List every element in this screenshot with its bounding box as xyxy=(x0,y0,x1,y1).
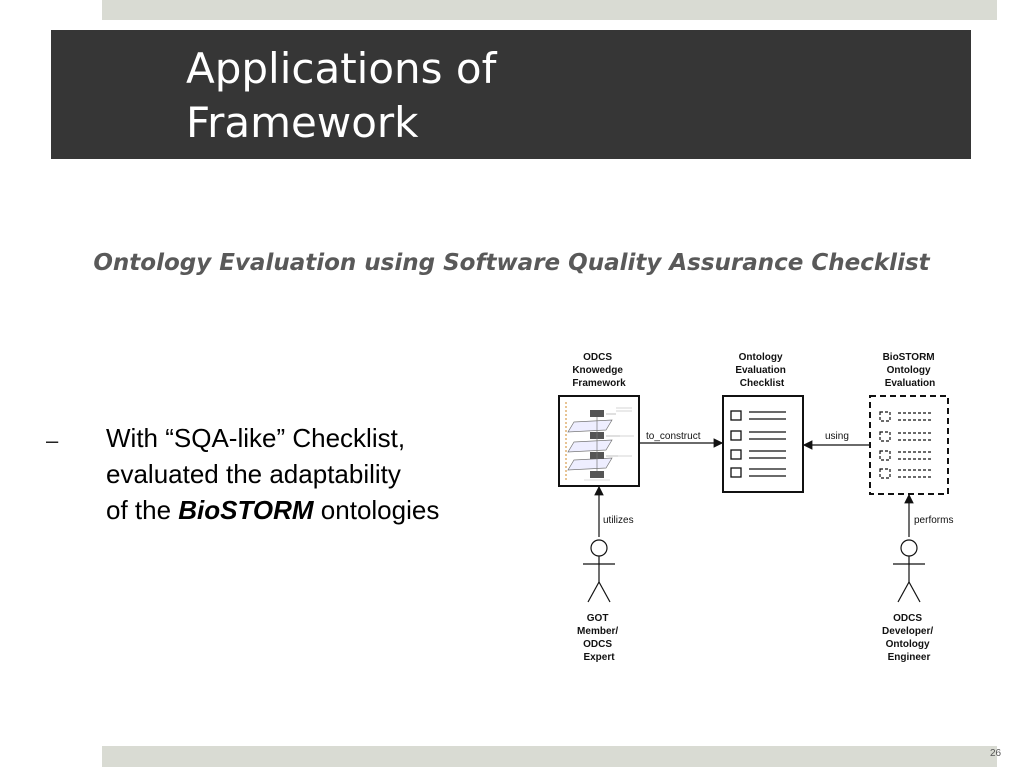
bullet-line-1: With “SQA-like” Checklist, xyxy=(106,423,406,453)
actor-right-label: ODCS Developer/ Ontology Engineer xyxy=(882,613,936,663)
slide-number: 26 xyxy=(990,748,1002,759)
title-banner: Applications of Framework xyxy=(51,30,971,159)
edge-to-construct: to_construct xyxy=(639,431,724,448)
bullet-marker: – xyxy=(46,428,59,453)
bullet-line-3: of the BioSTORM ontologies xyxy=(106,492,546,528)
evaluation-items-icon xyxy=(879,411,932,479)
bullet-line-3-prefix: of the xyxy=(106,495,179,525)
edge-utilizes: utilizes xyxy=(594,485,634,537)
edge-to-construct-label: to_construct xyxy=(646,431,701,442)
edge-using-label: using xyxy=(825,431,849,442)
bullet-line-3-suffix: ontologies xyxy=(313,495,440,525)
actor-left-label: GOT Member/ ODCS Expert xyxy=(577,613,621,663)
framework-thumbnail-icon xyxy=(565,402,634,481)
evaluation-node-label: BioSTORM Ontology Evaluation xyxy=(883,352,938,389)
slide-title: Applications of Framework xyxy=(186,42,886,150)
top-decor-band xyxy=(102,0,997,20)
edge-using: using xyxy=(802,431,870,450)
evaluation-node xyxy=(869,395,949,495)
framework-node-label: ODCS Knowedge Framework xyxy=(572,352,626,389)
checklist-node-label: Ontology Evaluation Checklist xyxy=(735,352,788,389)
edge-utilizes-label: utilizes xyxy=(603,515,634,526)
checklist-items-icon xyxy=(730,410,786,478)
checklist-node xyxy=(722,395,804,493)
bullet-text: With “SQA-like” Checklist, evaluated the… xyxy=(106,420,546,528)
edge-performs-label: performs xyxy=(914,515,953,526)
framework-diagram: ODCS Knowedge Framework Ontology Evaluat… xyxy=(558,352,953,663)
slide-subtitle: Ontology Evaluation using Software Quali… xyxy=(93,250,930,276)
framework-node xyxy=(558,395,640,487)
actor-right-icon xyxy=(893,539,925,603)
title-line-1: Applications of xyxy=(186,44,497,93)
edge-performs: performs xyxy=(904,493,953,537)
biostorm-emphasis: BioSTORM xyxy=(178,495,314,525)
actor-left-icon xyxy=(583,539,615,603)
title-line-2: Framework xyxy=(186,98,419,147)
bottom-decor-band xyxy=(102,746,997,767)
bullet-line-2: evaluated the adaptability xyxy=(106,459,401,489)
